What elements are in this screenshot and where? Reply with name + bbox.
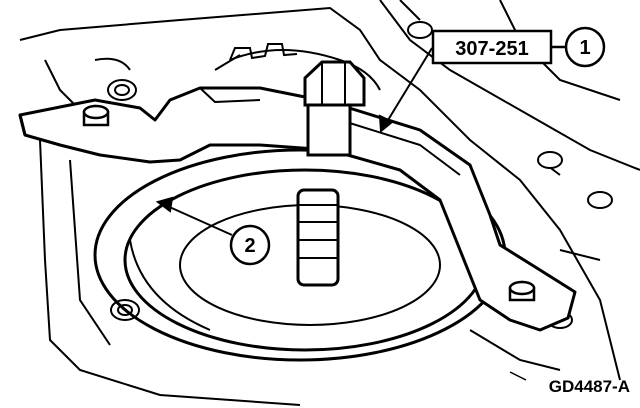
callout-2: 2 [229,224,271,266]
spline-ring [229,43,298,61]
item-1-circle [564,26,606,68]
item-2-label: 2 [244,235,255,257]
tool-number-box [431,29,553,65]
forcing-screw [296,60,366,287]
tool-number-label: 307-251 [455,38,528,60]
callout-leaders [155,47,433,236]
item-1-label: 1 [579,37,590,59]
callout-1: 307-251 1 [431,26,606,68]
item-2-circle [229,224,271,266]
figure-id: GD4487-A [549,377,630,396]
tool-bolts [82,104,536,302]
